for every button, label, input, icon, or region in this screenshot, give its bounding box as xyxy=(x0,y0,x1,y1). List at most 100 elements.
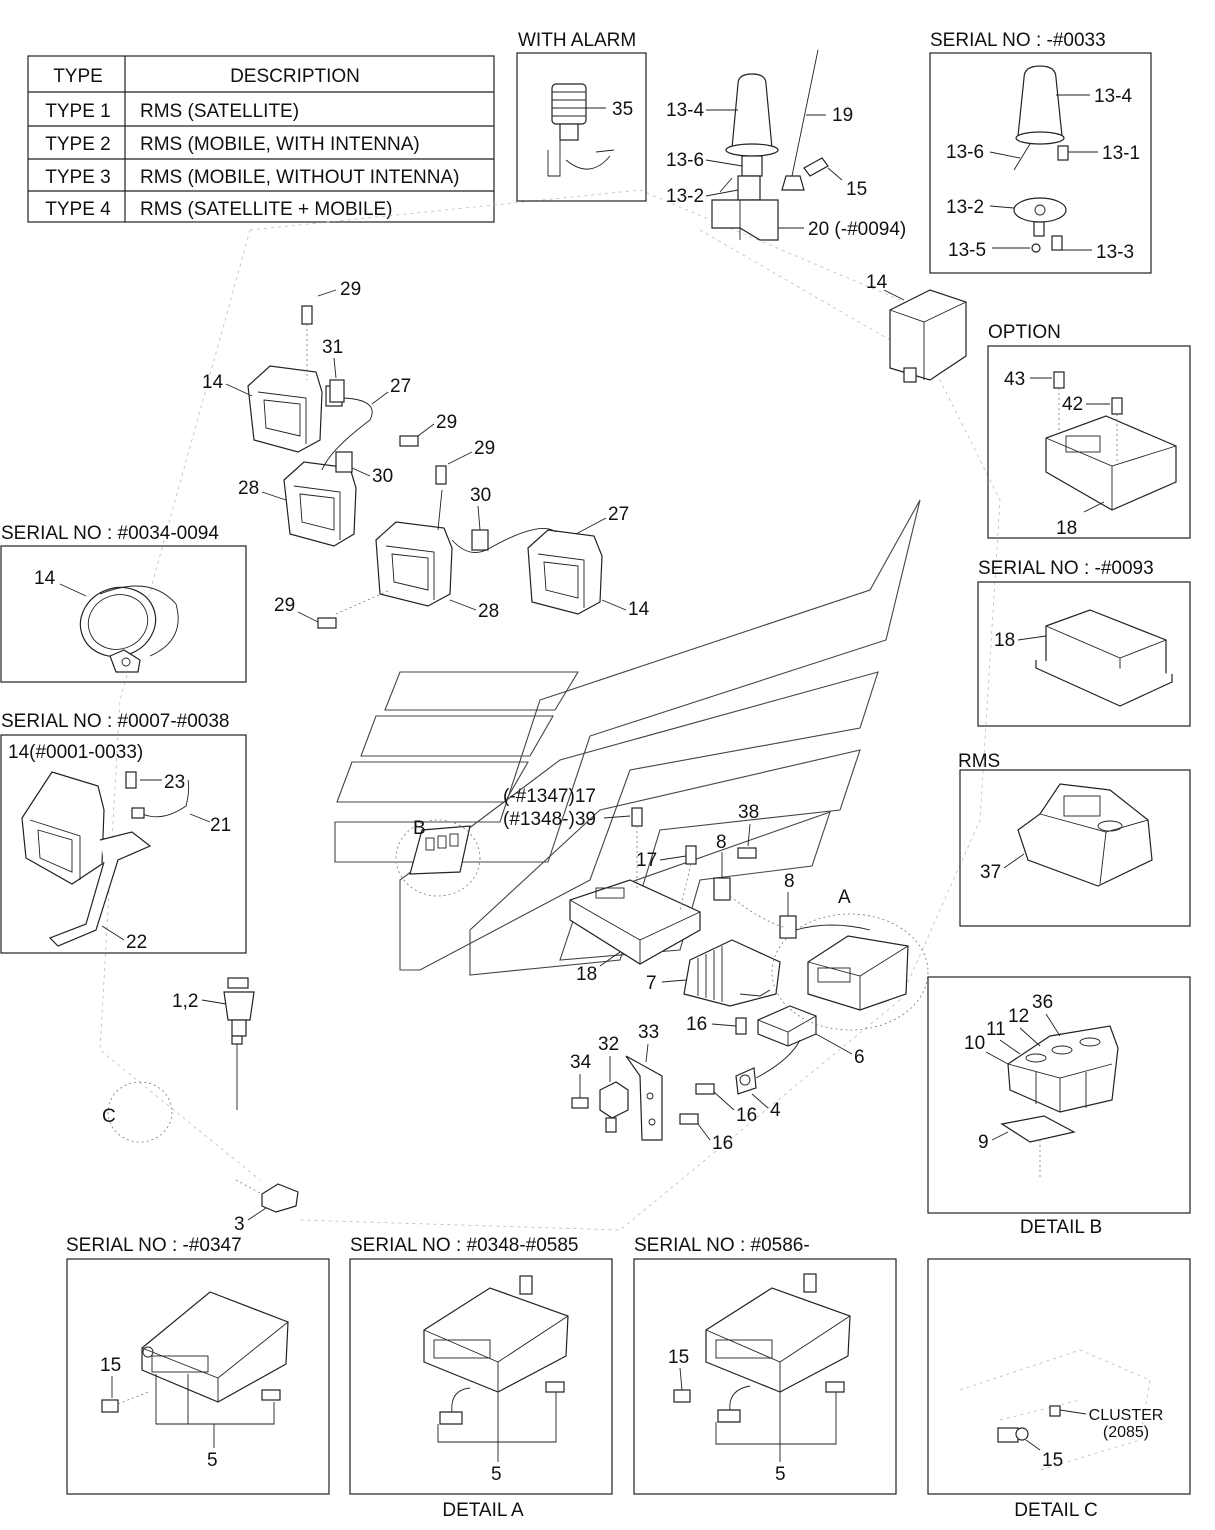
panel-title: SERIAL NO : -#0033 xyxy=(930,30,1106,51)
with-alarm-panel: WITH ALARM 35 xyxy=(516,30,647,202)
detail-marker-c: C xyxy=(102,1106,116,1127)
panel-title: SERIAL NO : -#0093 xyxy=(978,558,1154,579)
callout-6: 6 xyxy=(854,1047,865,1068)
callout-29: 29 xyxy=(436,412,457,433)
center-assembly xyxy=(395,807,929,1141)
type-cell: TYPE 3 xyxy=(45,167,110,188)
callout-8: 8 xyxy=(716,832,727,853)
callout-3: 3 xyxy=(234,1214,245,1235)
callout-31: 31 xyxy=(322,337,343,358)
cab-outline xyxy=(99,189,1001,1231)
callout-13-4: 13-4 xyxy=(666,100,704,121)
serial-0033-panel: SERIAL NO : -#0033 xyxy=(929,30,1152,274)
panel-title: SERIAL NO : #0348-#0585 xyxy=(350,1235,579,1256)
callout-27: 27 xyxy=(390,376,411,397)
callout-15: 15 xyxy=(846,179,867,200)
serial-0586-panel: SERIAL NO : #0586- xyxy=(633,1235,897,1495)
callout-28: 28 xyxy=(478,601,499,622)
callout-13-2: 13-2 xyxy=(666,186,704,207)
serial-0347-panel: SERIAL NO : -#0347 xyxy=(66,1235,330,1495)
detail-c-panel xyxy=(927,1258,1191,1495)
callout-8: 8 xyxy=(784,871,795,892)
callout-18: 18 xyxy=(576,964,597,985)
callout-16: 16 xyxy=(736,1105,757,1126)
callout-30: 30 xyxy=(372,466,393,487)
callout-35: 35 xyxy=(612,99,633,120)
cluster-label: CLUSTER xyxy=(1089,1407,1164,1424)
callout-23: 23 xyxy=(164,772,185,793)
panel-title: OPTION xyxy=(988,322,1061,343)
cab-stripe-graphic xyxy=(334,499,921,976)
callout-28: 28 xyxy=(238,478,259,499)
callout-12: 12 xyxy=(1008,1006,1029,1027)
panel-title: SERIAL NO : -#0347 xyxy=(66,1235,242,1256)
callout-27: 27 xyxy=(608,504,629,525)
panel-title: SERIAL NO : #0007-#0038 xyxy=(1,711,230,732)
type-table: TYPE DESCRIPTION TYPE 1 RMS (SATELLITE) … xyxy=(27,55,495,223)
detail-b-panel xyxy=(927,976,1191,1214)
callout-5: 5 xyxy=(491,1464,502,1485)
callout-4: 4 xyxy=(770,1100,781,1121)
cluster-number: (2085) xyxy=(1103,1424,1149,1441)
description-cell: RMS (MOBILE, WITHOUT INTENNA) xyxy=(140,167,459,188)
alarm-beacon xyxy=(547,83,615,177)
callout-5: 5 xyxy=(775,1464,786,1485)
work-lamp-cluster xyxy=(247,305,603,629)
panel-title: SERIAL NO : #0586- xyxy=(634,1235,810,1256)
callout-15: 15 xyxy=(668,1347,689,1368)
panel-title: WITH ALARM xyxy=(518,30,636,51)
detail-c-label: DETAIL C xyxy=(1014,1500,1097,1521)
callout-15: 15 xyxy=(100,1355,121,1376)
callout-5: 5 xyxy=(207,1450,218,1471)
callout-18: 18 xyxy=(994,630,1015,651)
callout-29: 29 xyxy=(274,595,295,616)
callout-21: 21 xyxy=(210,815,231,836)
detail-a-label: DETAIL A xyxy=(442,1500,524,1521)
detail-marker-b: B xyxy=(413,818,426,839)
type-cell: TYPE 4 xyxy=(45,199,111,220)
callout-33: 33 xyxy=(638,1022,659,1043)
description-cell: RMS (MOBILE, WITH INTENNA) xyxy=(140,134,420,155)
callout-29: 29 xyxy=(340,279,361,300)
type-cell: TYPE 1 xyxy=(45,101,110,122)
callout-9: 9 xyxy=(978,1132,989,1153)
callout-13-6: 13-6 xyxy=(946,142,984,163)
callout-32: 32 xyxy=(598,1034,619,1055)
callout-17: (-#1347)17 xyxy=(503,786,596,807)
callout-37: 37 xyxy=(980,862,1001,883)
option-panel: OPTION xyxy=(987,322,1191,539)
callout-13-4: 13-4 xyxy=(1094,86,1132,107)
callout-11: 11 xyxy=(986,1019,1006,1040)
callout-14: 14 xyxy=(866,272,888,293)
callout-43: 43 xyxy=(1004,369,1025,390)
ignition-switch xyxy=(107,977,299,1213)
type-cell: TYPE 2 xyxy=(45,134,110,155)
beacon-assembly xyxy=(711,49,829,241)
callout-13-5: 13-5 xyxy=(948,240,986,261)
serial-0034-0094-panel: SERIAL NO : #0034-0094 xyxy=(0,523,247,683)
callout-22: 22 xyxy=(126,932,147,953)
callout-1-2: 1,2 xyxy=(172,991,198,1012)
callout-13-2: 13-2 xyxy=(946,197,984,218)
panel-title: SERIAL NO : #0034-0094 xyxy=(1,523,219,544)
callout-14: 14 xyxy=(628,599,650,620)
callout-7: 7 xyxy=(646,973,657,994)
serial-0093-panel: SERIAL NO : -#0093 xyxy=(977,558,1191,727)
detail-marker-a: A xyxy=(838,887,851,908)
callout-14: 14 xyxy=(202,372,224,393)
callout-13-6: 13-6 xyxy=(666,150,704,171)
work-lamp xyxy=(889,289,967,383)
callout-36: 36 xyxy=(1032,992,1053,1013)
callout-34: 34 xyxy=(570,1052,592,1073)
description-cell: RMS (SATELLITE + MOBILE) xyxy=(140,199,393,220)
callout-15: 15 xyxy=(1042,1450,1063,1471)
description-cell: RMS (SATELLITE) xyxy=(140,101,299,122)
callout-30: 30 xyxy=(470,485,491,506)
callout-13-1: 13-1 xyxy=(1102,143,1140,164)
callout-10: 10 xyxy=(964,1033,985,1054)
callout-42: 42 xyxy=(1062,394,1083,415)
serial-0348-0585-panel: SERIAL NO : #0348-#0585 xyxy=(349,1235,613,1495)
callout-39: (#1348-)39 xyxy=(503,809,596,830)
callout-14: 14 xyxy=(34,568,56,589)
